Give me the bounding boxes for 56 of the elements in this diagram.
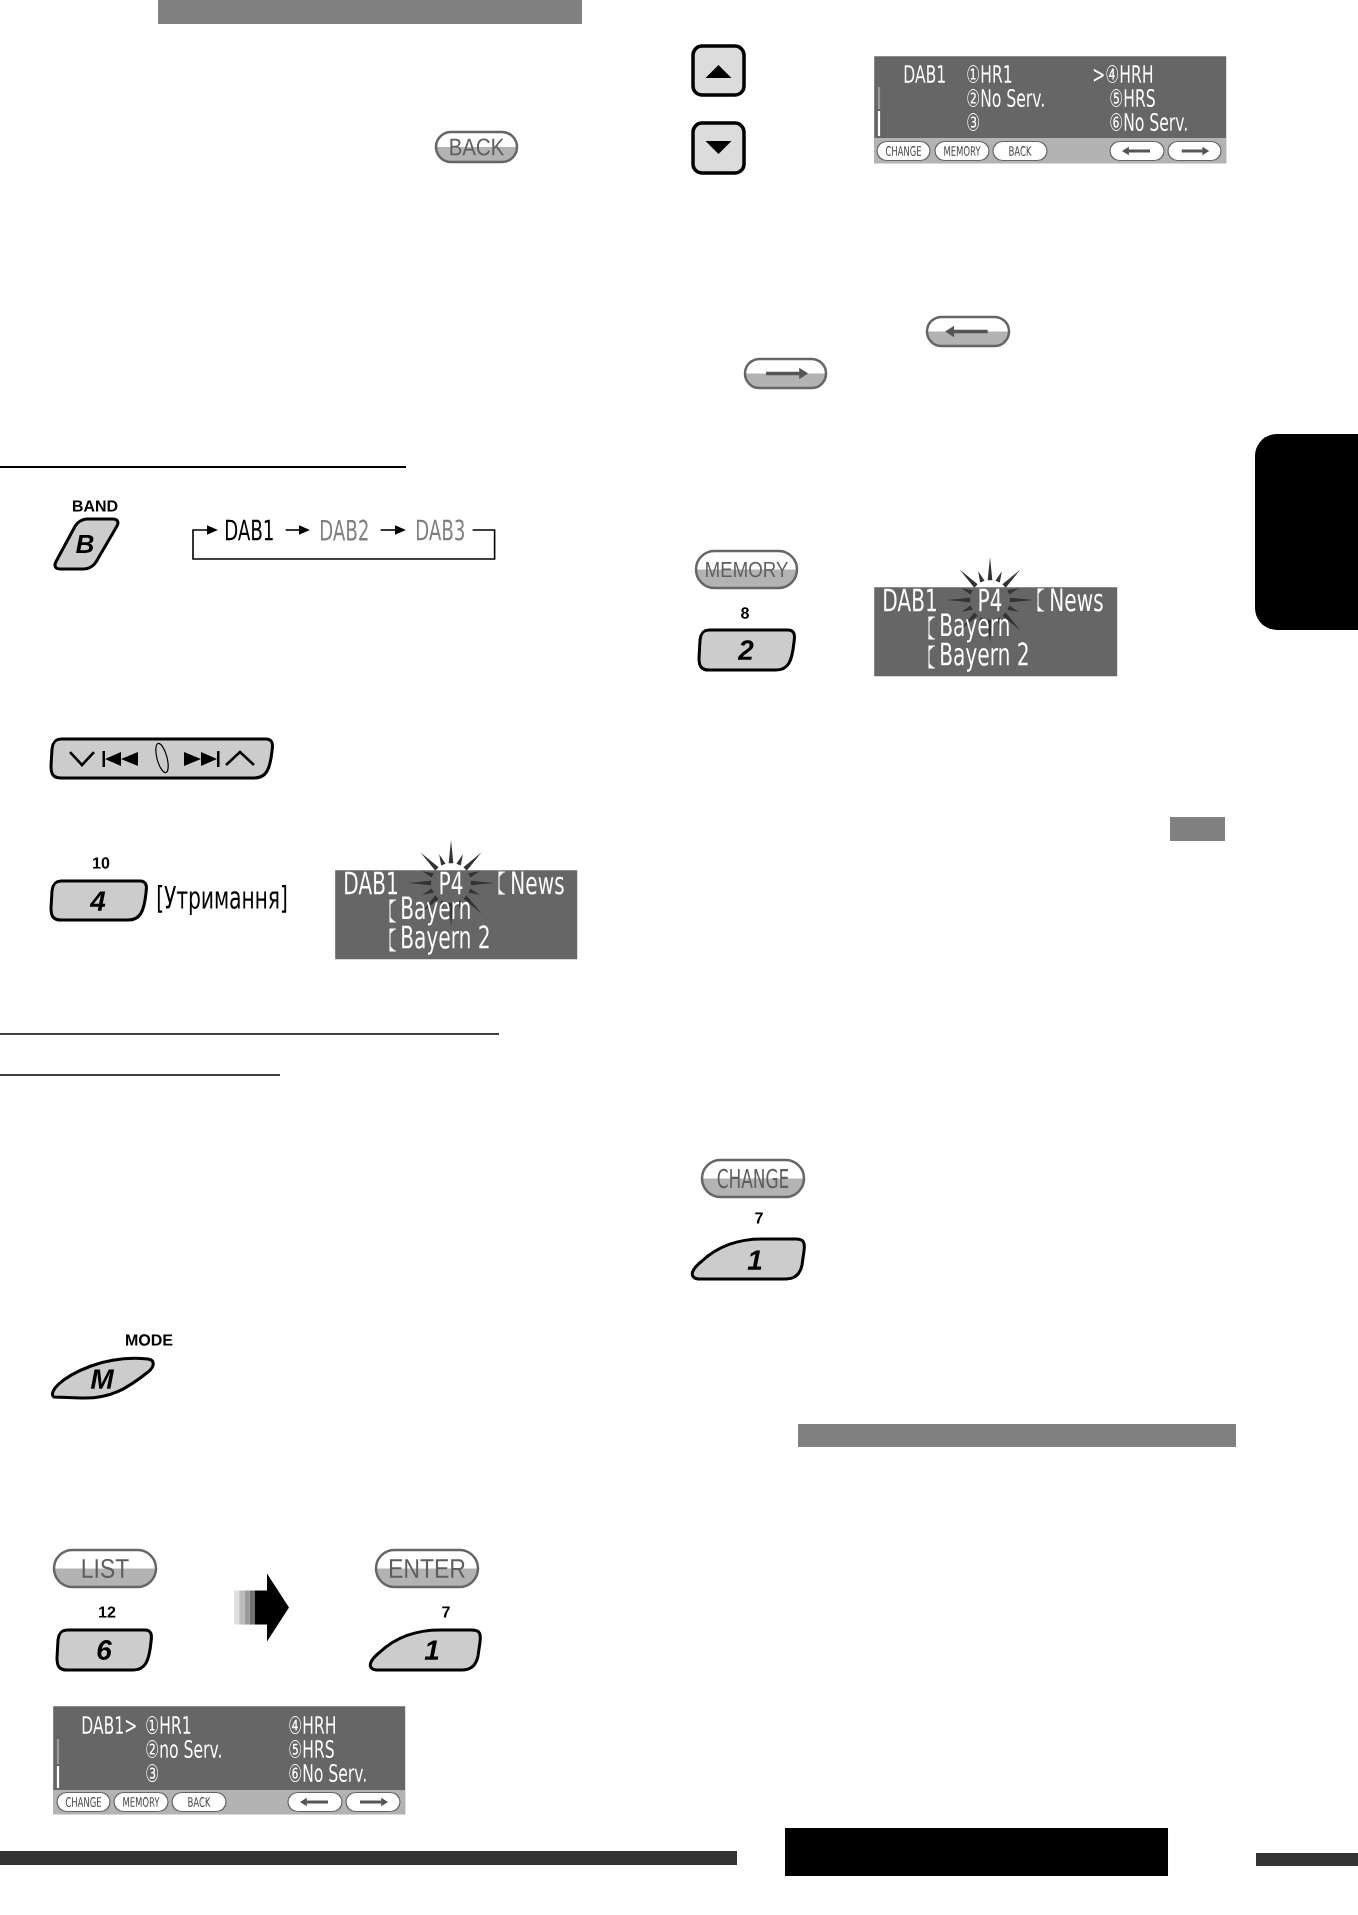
display-text: Bayern 2 bbox=[941, 642, 1028, 672]
mode-key: M bbox=[50, 1356, 155, 1400]
band-key: B bbox=[53, 517, 120, 571]
display-text: Bayern bbox=[941, 613, 1009, 643]
display-text: ④HRH bbox=[289, 1716, 335, 1734]
display-text: >④HRH bbox=[1093, 65, 1153, 83]
display-text: News bbox=[1051, 588, 1103, 612]
preset-key: 1 bbox=[368, 1628, 482, 1672]
touch-button: CHANGE bbox=[56, 1791, 111, 1813]
preset-key: 2 bbox=[697, 628, 796, 672]
display-text: ①HR1 bbox=[967, 65, 1012, 83]
display-text: ⑤HRS bbox=[1110, 88, 1155, 108]
display-text: News bbox=[512, 871, 564, 895]
key-label: BAND bbox=[72, 500, 118, 512]
list-button: LIST bbox=[52, 1548, 158, 1589]
display-text: DAB1> bbox=[82, 1716, 136, 1734]
display-text: ③ bbox=[967, 113, 980, 131]
display-text: DAB1 bbox=[345, 871, 397, 895]
display-text: Bayern bbox=[402, 896, 470, 926]
key-label: 12 bbox=[99, 1606, 116, 1618]
memory-button: MEMORY bbox=[694, 549, 799, 590]
band-name: DAB3 bbox=[417, 519, 464, 541]
display-text: DAB1 bbox=[884, 588, 936, 612]
side-tab bbox=[1255, 434, 1358, 630]
display-text: ⑥No Serv. bbox=[289, 1763, 366, 1783]
heading-bar bbox=[158, 0, 582, 24]
touch-button: BACK bbox=[992, 140, 1048, 162]
display-text: ②No Serv. bbox=[967, 88, 1044, 108]
touch-button: MEMORY bbox=[113, 1791, 169, 1813]
key-caption: [Утримання] bbox=[157, 885, 287, 915]
preset-key: 1 bbox=[690, 1237, 806, 1281]
display-text: ⑥No Serv. bbox=[1110, 112, 1187, 132]
key-label: 7 bbox=[442, 1606, 450, 1618]
touch-button: BACK bbox=[171, 1791, 227, 1813]
arrow bbox=[192, 525, 496, 560]
display-text: ⑤HRS bbox=[289, 1739, 334, 1759]
band-name: DAB1 bbox=[226, 519, 273, 541]
band-name: DAB2 bbox=[321, 519, 368, 541]
display-text: ③ bbox=[146, 1764, 159, 1782]
touch-button: MEMORY bbox=[934, 140, 990, 162]
display-text: Bayern 2 bbox=[402, 925, 489, 955]
key-label: 10 bbox=[93, 857, 110, 869]
display-text: DAB1 bbox=[904, 65, 945, 83]
preset-key: 6 bbox=[55, 1628, 153, 1672]
touch-button: CHANGE bbox=[876, 140, 931, 162]
change-button: CHANGE bbox=[700, 1158, 806, 1199]
enter-button: ENTER bbox=[374, 1548, 480, 1589]
heading-bar bbox=[798, 1424, 1236, 1447]
preset-key: 4 bbox=[49, 879, 148, 922]
display-text: P4 bbox=[979, 588, 1002, 612]
key-label: 7 bbox=[755, 1212, 763, 1224]
display-text: ①HR1 bbox=[146, 1716, 191, 1734]
display-text: ②no Serv. bbox=[146, 1739, 221, 1759]
key-label: 8 bbox=[741, 607, 749, 619]
key-label: MODE bbox=[126, 1334, 173, 1346]
display-text: P4 bbox=[440, 871, 463, 895]
